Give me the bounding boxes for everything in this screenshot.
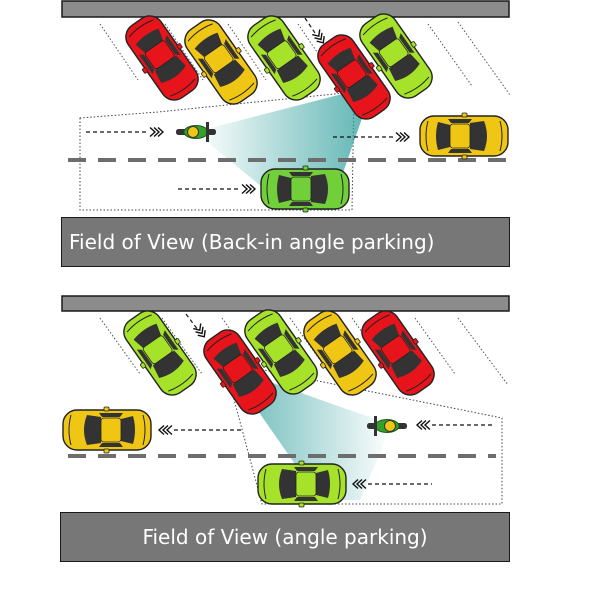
curb-bottom <box>61 295 510 312</box>
caption-angle-parking: Field of View (angle parking) <box>60 512 510 562</box>
chevron-right-icon <box>395 131 410 143</box>
curb-top <box>61 0 510 18</box>
moving-car-green <box>260 165 350 213</box>
moving-car-yellow <box>62 406 152 454</box>
chevron-left-icon <box>416 419 431 431</box>
motion-arrows <box>174 313 494 485</box>
panel-angle-parking <box>61 295 510 508</box>
caption-back-in-angle-parking: Field of View (Back-in angle parking) <box>61 217 510 267</box>
chevron-right-icon <box>149 126 164 138</box>
chevron-right-icon <box>241 183 256 195</box>
panel-back-in-parking <box>61 0 511 213</box>
moving-car-yellow <box>419 112 509 160</box>
chevron-left-icon <box>158 424 173 436</box>
moving-car-lime <box>257 460 347 508</box>
parked-car-red <box>117 8 207 108</box>
motion-arrows <box>86 17 394 190</box>
parked-car-lime <box>115 303 205 403</box>
